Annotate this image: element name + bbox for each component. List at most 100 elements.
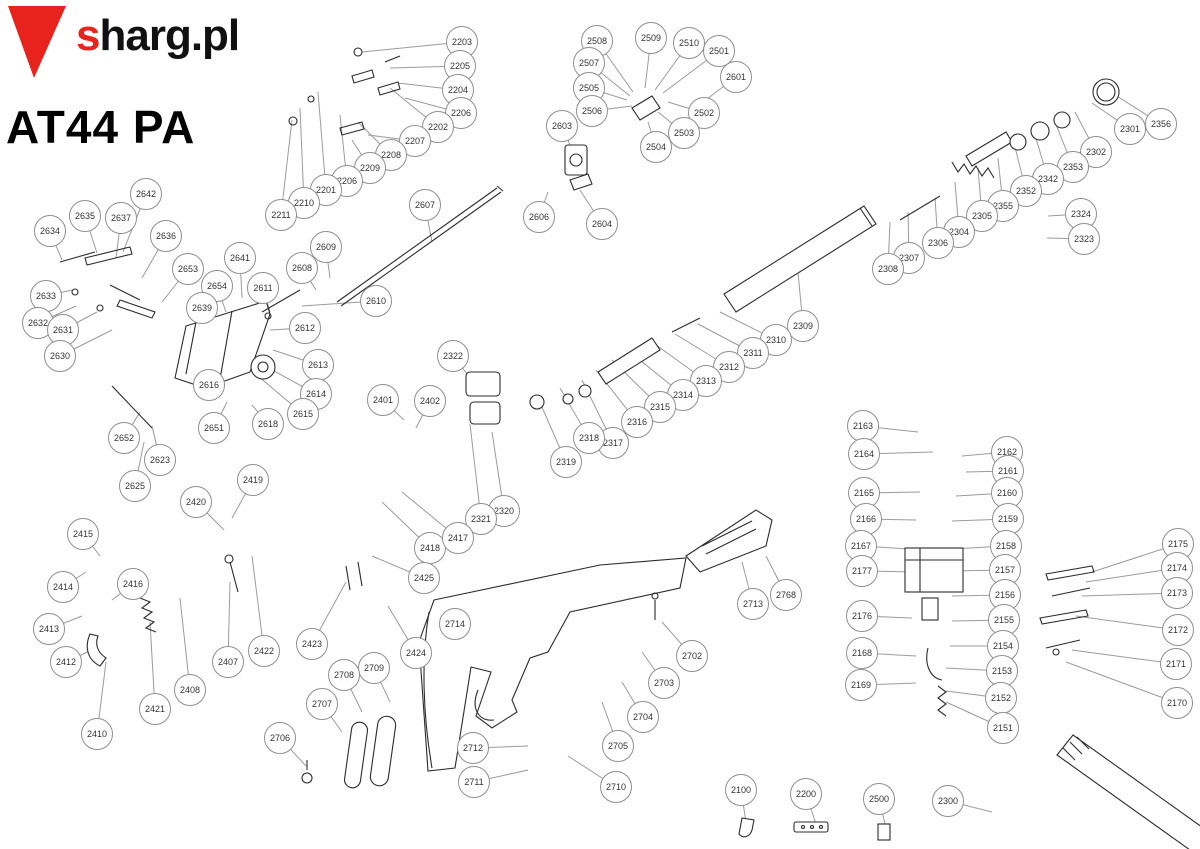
valve-assembly-drawing [465,317,701,425]
part-balloon-2610: 2610 [360,285,392,317]
trigger-group-drawing [904,547,964,717]
part-balloon-2606: 2606 [523,201,555,233]
part-balloon-2506: 2506 [576,95,608,127]
part-balloon-2315: 2315 [644,391,676,423]
part-balloon-2164: 2164 [848,438,880,470]
part-balloon-2509: 2509 [635,22,667,54]
part-balloon-2500: 2500 [863,783,895,815]
part-balloon-2711: 2711 [458,766,490,798]
part-balloon-2318: 2318 [573,422,605,454]
part-balloon-2316: 2316 [621,406,653,438]
part-balloon-2323: 2323 [1068,223,1100,255]
part-balloon-2641: 2641 [224,242,256,274]
part-balloon-2709: 2709 [358,652,390,684]
part-balloon-2601: 2601 [720,61,752,93]
sights-drawing [261,47,401,320]
barrel-tube-drawing [1056,734,1200,849]
part-balloon-2356: 2356 [1145,108,1177,140]
part-balloon-2609: 2609 [310,231,342,263]
forend-drawing [685,509,773,573]
trigger-blade-drawing [86,554,239,667]
part-balloon-2211: 2211 [265,199,297,231]
part-balloon-2607: 2607 [409,189,441,221]
sear-parts-drawing [59,246,156,429]
part-balloon-2173: 2173 [1161,577,1193,609]
part-balloon-2308: 2308 [872,253,904,285]
part-balloon-2713: 2713 [737,588,769,620]
part-balloon-2414: 2414 [47,571,79,603]
part-balloon-2708: 2708 [328,659,360,691]
model-title: AT44 PA [6,101,196,153]
part-balloon-2634: 2634 [34,215,66,247]
part-balloon-2159: 2159 [992,503,1024,535]
part-balloon-2152: 2152 [985,682,1017,714]
rear-sight-drawing [564,95,661,191]
part-balloon-2712: 2712 [457,732,489,764]
part-balloon-2616: 2616 [193,369,225,401]
part-balloon-2172: 2172 [1162,614,1194,646]
part-balloon-2421: 2421 [139,693,171,725]
logo-accent-letter: s [76,11,101,60]
part-balloon-2410: 2410 [81,718,113,750]
part-balloon-2768: 2768 [770,579,802,611]
part-balloon-2306: 2306 [922,227,954,259]
part-balloon-2604: 2604 [586,208,618,240]
part-balloon-2612: 2612 [289,312,321,344]
part-balloon-2710: 2710 [600,771,632,803]
part-balloon-2702: 2702 [676,640,708,672]
piston-assembly-drawing [899,78,1120,221]
part-balloon-2171: 2171 [1160,648,1192,680]
part-balloon-2416: 2416 [117,568,149,600]
part-balloon-2704: 2704 [627,701,659,733]
logo-rest-text: harg.pl [99,11,240,60]
part-balloon-2413: 2413 [33,613,65,645]
part-balloon-2300: 2300 [932,785,964,817]
part-balloon-2177: 2177 [846,555,878,587]
part-balloon-2703: 2703 [648,667,680,699]
brand-logo-text: sharg.pl [76,4,240,68]
stock-drawing [418,557,687,772]
screw-parts-drawing [345,561,659,620]
part-balloon-2419: 2419 [237,464,269,496]
part-drawings [59,47,1200,849]
part-balloon-2642: 2642 [130,178,162,210]
part-balloon-2301: 2301 [1114,113,1146,145]
part-balloon-2309: 2309 [787,310,819,342]
part-balloon-2418: 2418 [414,532,446,564]
part-balloon-2151: 2151 [987,712,1019,744]
part-balloon-2615: 2615 [287,398,319,430]
brand-logo: sharg.pl [8,4,240,80]
part-balloon-2630: 2630 [44,340,76,372]
brand-logo-icon [8,6,66,78]
part-balloon-2653: 2653 [172,253,204,285]
part-balloon-2636: 2636 [150,220,182,252]
part-balloon-2407: 2407 [212,646,244,678]
part-balloon-2100: 2100 [725,774,757,806]
part-balloon-2608: 2608 [286,252,318,284]
part-balloon-2176: 2176 [846,600,878,632]
part-balloon-2417: 2417 [442,522,474,554]
part-balloon-2706: 2706 [264,722,296,754]
part-balloon-2168: 2168 [846,637,878,669]
part-balloon-2635: 2635 [69,200,101,232]
part-balloon-2510: 2510 [673,27,705,59]
lever-parts-drawing [1039,565,1095,656]
part-balloon-2639: 2639 [186,292,218,324]
part-balloon-2401: 2401 [367,384,399,416]
part-balloon-2415: 2415 [67,518,99,550]
air-cylinder-drawing [723,205,877,313]
part-balloon-2420: 2420 [180,486,212,518]
part-balloon-2652: 2652 [108,422,140,454]
part-balloon-2623: 2623 [144,444,176,476]
part-balloon-2707: 2707 [306,688,338,720]
part-balloon-2425: 2425 [408,562,440,594]
part-balloon-2504: 2504 [640,131,672,163]
part-balloon-2611: 2611 [247,272,279,304]
part-balloon-2165: 2165 [848,477,880,509]
part-balloon-2618: 2618 [252,408,284,440]
part-balloon-2422: 2422 [248,635,280,667]
part-balloon-2502: 2502 [688,97,720,129]
part-balloon-2651: 2651 [198,412,230,444]
part-balloon-2424: 2424 [400,637,432,669]
